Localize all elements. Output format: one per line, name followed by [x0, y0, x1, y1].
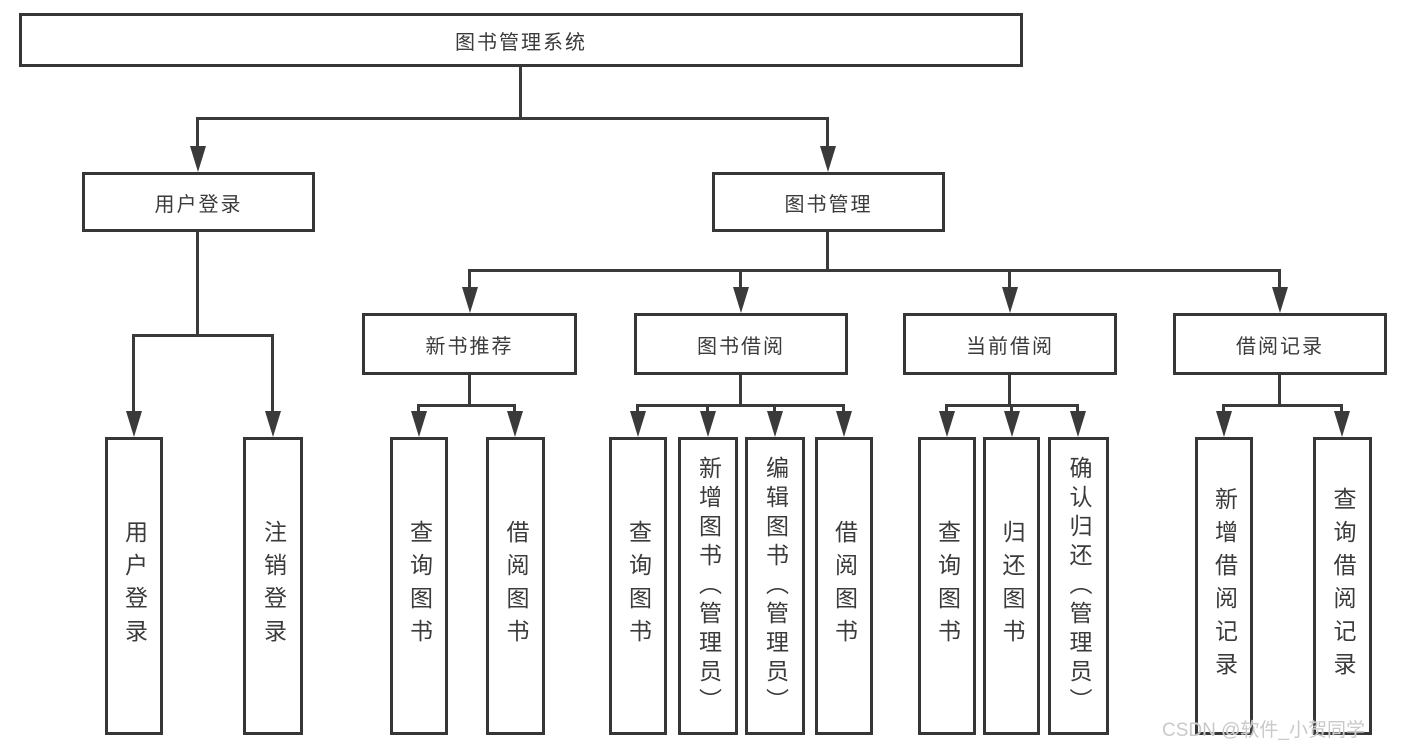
- connector-line: [945, 404, 948, 416]
- leaf-label: 查询图书: [406, 520, 433, 652]
- arrowhead-down-icon: [820, 146, 836, 172]
- connector-line: [842, 404, 845, 416]
- connector-line: [1278, 269, 1281, 291]
- arrowhead-down-icon: [1272, 287, 1288, 313]
- leaf-nb-borrow-books: 借阅图书: [486, 437, 545, 735]
- leaf-label: 编辑图书（管理员）: [762, 455, 789, 717]
- arrowhead-down-icon: [700, 411, 716, 437]
- connector-line: [826, 232, 829, 271]
- connector-line: [636, 404, 845, 407]
- connector-line: [1008, 269, 1011, 291]
- connector-line: [1008, 375, 1011, 406]
- arrowhead-down-icon: [462, 287, 478, 313]
- arrowhead-down-icon: [767, 411, 783, 437]
- arrowhead-down-icon: [630, 411, 646, 437]
- leaf-label: 查询图书: [934, 520, 961, 652]
- connector-line: [1010, 404, 1013, 416]
- connector-line: [468, 269, 1281, 272]
- connector-line: [1222, 404, 1343, 407]
- arrowhead-down-icon: [411, 411, 427, 437]
- leaf-nb-query-books: 查询图书: [390, 437, 448, 735]
- leaf-bb-borrow-books: 借阅图书: [815, 437, 873, 735]
- arrowhead-down-icon: [1334, 411, 1350, 437]
- connector-line: [196, 232, 199, 336]
- node-label: 图书管理: [784, 193, 873, 216]
- connector-line: [1076, 404, 1079, 416]
- connector-line: [1340, 404, 1343, 416]
- leaf-bb-edit-books-admin: 编辑图书（管理员）: [745, 437, 805, 735]
- connector-line: [132, 334, 135, 414]
- leaf-user-login: 用户登录: [105, 437, 163, 735]
- leaf-br-query-record: 查询借阅记录: [1313, 437, 1372, 735]
- watermark: CSDN @软件_小贺同学: [1162, 720, 1365, 741]
- connector-line: [706, 404, 709, 416]
- arrowhead-down-icon: [1004, 411, 1020, 437]
- node-borrow-records: 借阅记录: [1173, 313, 1387, 375]
- leaf-label: 确认归还（管理员）: [1066, 455, 1092, 717]
- connector-line: [1278, 375, 1281, 406]
- node-label: 图书借阅: [697, 335, 785, 358]
- arrowhead-down-icon: [1002, 287, 1018, 313]
- node-label: 用户登录: [154, 193, 243, 216]
- leaf-bb-query-books: 查询图书: [609, 437, 667, 735]
- arrowhead-down-icon: [190, 146, 206, 172]
- connector-line: [196, 117, 199, 150]
- connector-line: [739, 269, 742, 291]
- connector-line: [417, 404, 420, 416]
- leaf-cb-return-books: 归还图书: [983, 437, 1040, 735]
- leaf-label: 注销登录: [260, 520, 287, 652]
- node-root-library-system: 图书管理系统: [19, 13, 1023, 67]
- connector-line: [826, 117, 829, 150]
- arrowhead-down-icon: [1070, 411, 1086, 437]
- arrowhead-down-icon: [939, 411, 955, 437]
- leaf-label: 新增图书（管理员）: [695, 455, 722, 717]
- arrowhead-down-icon: [126, 411, 142, 437]
- arrowhead-down-icon: [507, 411, 523, 437]
- connector-line: [773, 404, 776, 416]
- connector-line: [1222, 404, 1225, 416]
- connector-line: [513, 404, 516, 416]
- arrowhead-down-icon: [1216, 411, 1232, 437]
- node-new-book-recommend: 新书推荐: [362, 313, 577, 375]
- leaf-br-add-record: 新增借阅记录: [1195, 437, 1253, 735]
- leaf-label: 用户登录: [121, 520, 148, 652]
- leaf-label: 归还图书: [999, 520, 1025, 652]
- leaf-label: 借阅图书: [503, 520, 529, 652]
- connector-line: [739, 375, 742, 406]
- connector-line: [271, 334, 274, 414]
- node-label: 借阅记录: [1236, 335, 1324, 358]
- node-book-management: 图书管理: [712, 172, 945, 232]
- leaf-bb-add-books-admin: 新增图书（管理员）: [678, 437, 738, 735]
- connector-line: [196, 117, 829, 120]
- connector-line: [636, 404, 639, 416]
- leaf-logout: 注销登录: [243, 437, 303, 735]
- node-label: 新书推荐: [425, 335, 514, 358]
- connector-line: [417, 404, 516, 407]
- node-current-borrow: 当前借阅: [903, 313, 1117, 375]
- leaf-cb-query-books: 查询图书: [918, 437, 976, 735]
- node-book-borrow: 图书借阅: [634, 313, 848, 375]
- leaf-cb-confirm-return-admin: 确认归还（管理员）: [1048, 437, 1109, 735]
- node-label: 图书管理系统: [455, 31, 587, 54]
- node-user-login: 用户登录: [82, 172, 315, 232]
- leaf-label: 新增借阅记录: [1211, 487, 1238, 685]
- connector-line: [132, 334, 274, 337]
- arrowhead-down-icon: [265, 411, 281, 437]
- arrowhead-down-icon: [733, 287, 749, 313]
- connector-line: [468, 375, 471, 406]
- leaf-label: 查询图书: [625, 520, 652, 652]
- connector-line: [519, 67, 522, 118]
- node-label: 当前借阅: [966, 335, 1054, 358]
- leaf-label: 查询借阅记录: [1330, 487, 1356, 685]
- arrowhead-down-icon: [836, 411, 852, 437]
- connector-line: [468, 269, 471, 291]
- leaf-label: 借阅图书: [831, 520, 858, 652]
